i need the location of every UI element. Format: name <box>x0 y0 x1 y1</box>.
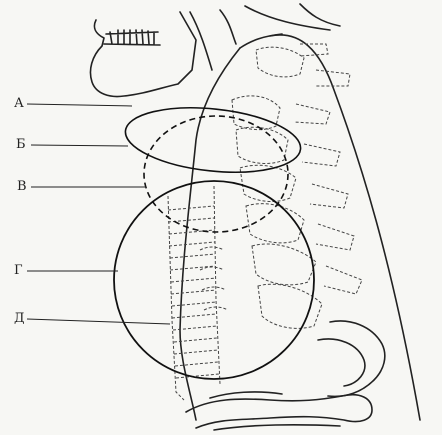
spine-body-right <box>214 186 220 384</box>
mandible-outline <box>90 12 196 96</box>
clavicle <box>186 395 372 428</box>
label-d: Д <box>14 312 25 326</box>
spine-segment <box>168 206 219 378</box>
rib-lower <box>210 392 340 430</box>
teeth-row <box>104 30 160 45</box>
leader-line-a <box>27 104 132 106</box>
region-g-circle <box>114 181 314 379</box>
label-b: Б <box>16 138 26 152</box>
vertebra-outlines <box>232 96 322 329</box>
region-b-ellipse <box>122 100 304 180</box>
first-rib <box>328 321 385 396</box>
leader-line-b <box>31 145 128 146</box>
skull-curve <box>245 4 340 30</box>
trachea-cartilage <box>200 247 228 310</box>
neck-rear-curve <box>240 34 282 48</box>
label-a: А <box>14 97 24 111</box>
neck-back-line <box>270 35 420 420</box>
region-v-dashed-ellipse <box>144 116 288 232</box>
second-rib <box>318 339 365 386</box>
neck-front-line <box>180 48 240 420</box>
label-v: В <box>17 180 27 194</box>
upper-vertebrae <box>256 44 350 86</box>
spinous-processes <box>294 104 362 294</box>
leader-line-d <box>27 319 170 324</box>
label-g: Г <box>14 264 23 278</box>
